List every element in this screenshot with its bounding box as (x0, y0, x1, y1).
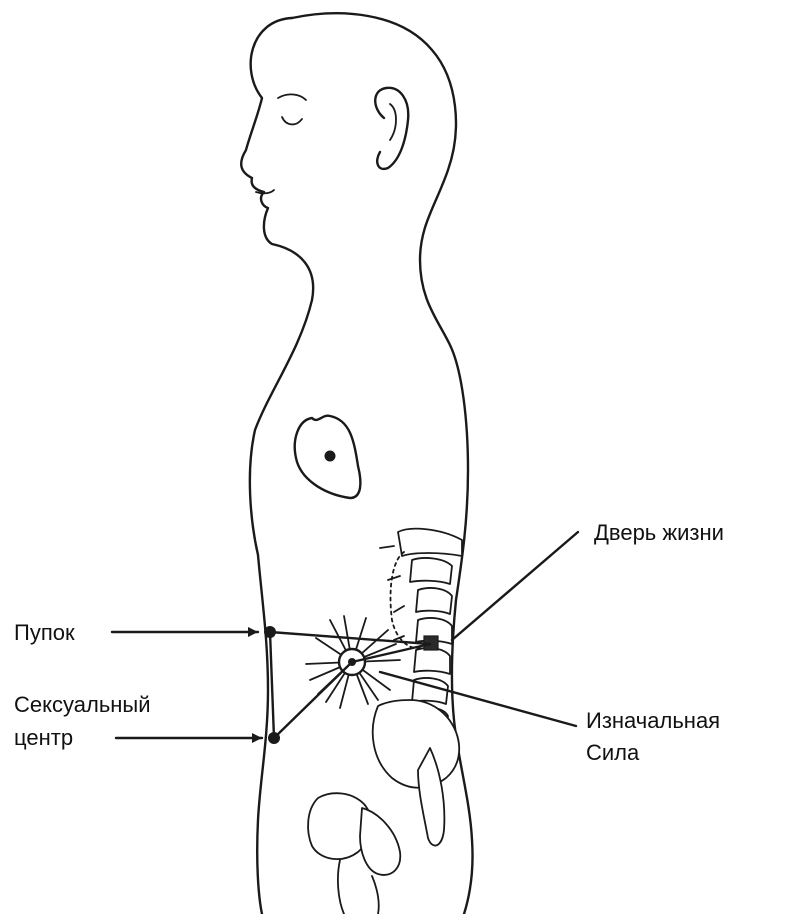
original-force-label-line1: Изначальная (586, 708, 720, 733)
vertebra-5 (413, 647, 451, 675)
organ-dotted-outline (389, 551, 421, 650)
spinal-processes (379, 545, 405, 641)
sexual-center-arrowhead (252, 733, 262, 743)
sexual-center-label-line2: центр (14, 725, 73, 750)
body-outline-back (290, 12, 474, 916)
sacrum (417, 747, 446, 847)
original-force-label-line2: Сила (586, 740, 640, 765)
vertebra-3 (415, 587, 453, 615)
femur-neck (371, 875, 380, 915)
heart-outline (293, 414, 362, 500)
navel-to-sexual-center-line (268, 630, 276, 740)
door-of-life-label: Дверь жизни (594, 520, 724, 545)
pelvis (307, 699, 461, 915)
navel-label: Пупок (14, 620, 75, 645)
vertebra-2 (409, 557, 453, 585)
heart-dot (324, 450, 336, 462)
eyebrow (277, 93, 307, 101)
body-outline (240, 16, 315, 916)
ear-inner (389, 103, 397, 141)
vertebra-1 (397, 527, 463, 557)
sexual-center-to-star-line (272, 660, 354, 740)
sexual-center-label-line1: Сексуальный (14, 692, 151, 717)
spine (379, 527, 463, 731)
door-of-life-leader (450, 530, 580, 642)
star-to-spine-line (350, 642, 432, 664)
body-silhouette (240, 12, 474, 916)
navel-point (264, 626, 276, 638)
navel-to-spine-line (268, 630, 432, 646)
pubic-bone (307, 792, 372, 860)
heart-center (293, 414, 362, 500)
closed-eye (281, 116, 303, 126)
navel-arrowhead (248, 627, 258, 637)
ear (374, 86, 410, 171)
ischium (359, 807, 402, 876)
mouth (255, 189, 275, 195)
internal-connectors (264, 626, 432, 744)
callout-leaders (110, 530, 580, 743)
sexual-center-point (268, 732, 280, 744)
femur-head (337, 859, 345, 915)
original-force-leader (378, 670, 578, 728)
